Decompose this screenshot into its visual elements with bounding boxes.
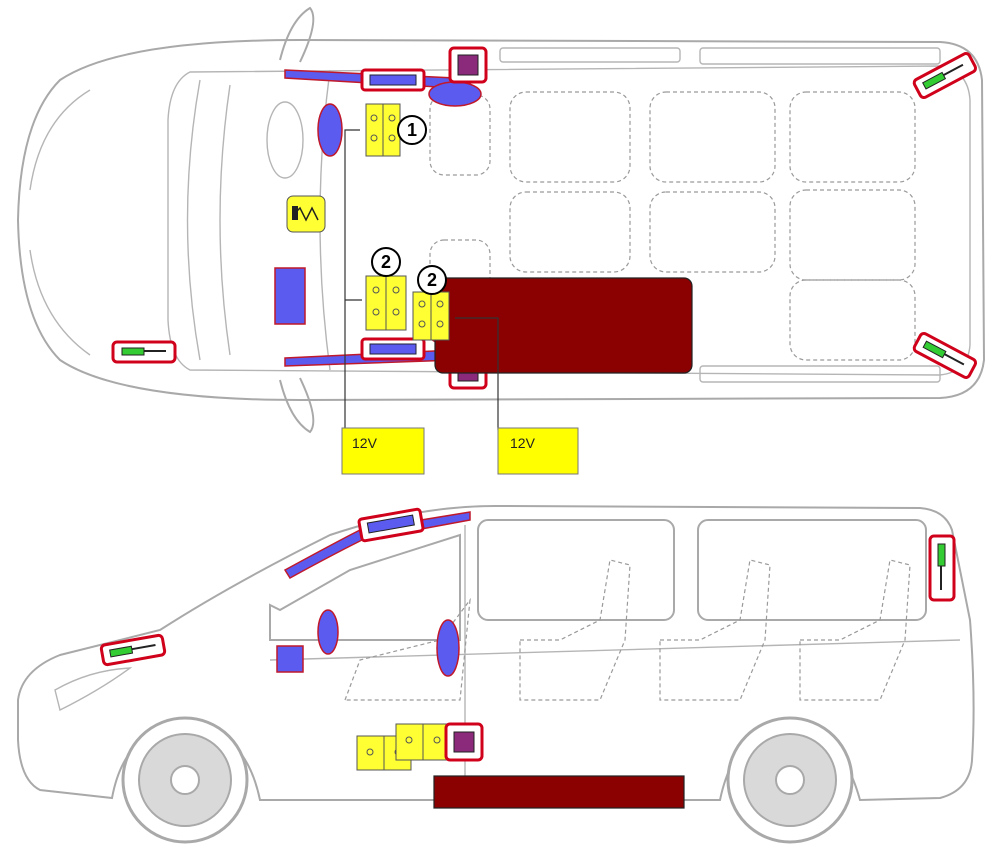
leader-line-left: [344, 129, 360, 430]
gas-strut-front-side: [99, 633, 167, 667]
gas-strut-icon: [121, 347, 166, 356]
knee-airbag-side: [276, 645, 304, 673]
headlight: [54, 667, 133, 712]
inflator-top: [369, 74, 417, 86]
top-view: 1 2 2 12V 12V: [16, 6, 986, 475]
side-airbag-seat: [436, 619, 460, 677]
mirror-top: [279, 6, 315, 63]
battery-icon: [365, 275, 407, 331]
inflator-side: [366, 514, 415, 534]
side-airbag-driver: [317, 609, 339, 655]
seats-side: [344, 559, 911, 701]
marker-1: [397, 115, 427, 145]
hv-battery-pack-side: [433, 775, 685, 809]
steering-wheel: [266, 101, 304, 179]
control-unit-side: [453, 731, 475, 753]
pretensioner-icon: [286, 195, 326, 233]
voltage-label-left-box: [341, 427, 425, 475]
voltage-label-right-box: [497, 427, 579, 475]
front-door-window: [269, 533, 461, 641]
rear-wheel: [726, 716, 854, 844]
hood-line: [29, 89, 91, 356]
gas-strut-rear-bottom: [912, 331, 978, 379]
top-view-body-outline: [16, 38, 986, 402]
control-unit-top: [457, 54, 479, 76]
battery-icon: [365, 103, 401, 157]
side-window-middle: [477, 519, 675, 621]
marker-2b-label: 2: [427, 270, 437, 290]
side-airbag-top: [428, 81, 482, 107]
marker-1-label: 1: [407, 120, 417, 140]
battery-icon: [412, 291, 450, 341]
driver-airbag: [317, 103, 343, 157]
voltage-label-left: 12V: [352, 435, 378, 451]
hv-battery-pack-top: [434, 277, 693, 374]
leader-line-right: [455, 317, 499, 430]
roof-rail-bottom: [699, 365, 941, 383]
marker-2a: [371, 247, 401, 277]
inflator-bottom: [369, 343, 417, 355]
voltage-label-right: 12V: [510, 435, 536, 451]
marker-2a-label: 2: [381, 252, 391, 272]
roof-rail-top: [699, 47, 941, 65]
body-line: [269, 639, 961, 661]
side-view: [17, 504, 975, 844]
marker-2b: [417, 265, 447, 295]
side-window-rear: [697, 519, 927, 621]
passenger-airbag: [274, 267, 306, 325]
roof-rail-top-front: [499, 47, 681, 63]
mirror-bottom: [279, 377, 315, 434]
gas-strut-rear-top: [912, 52, 978, 100]
front-wheel: [121, 716, 249, 844]
battery-icon: [395, 723, 451, 761]
gas-strut-rear-side: [928, 534, 956, 602]
